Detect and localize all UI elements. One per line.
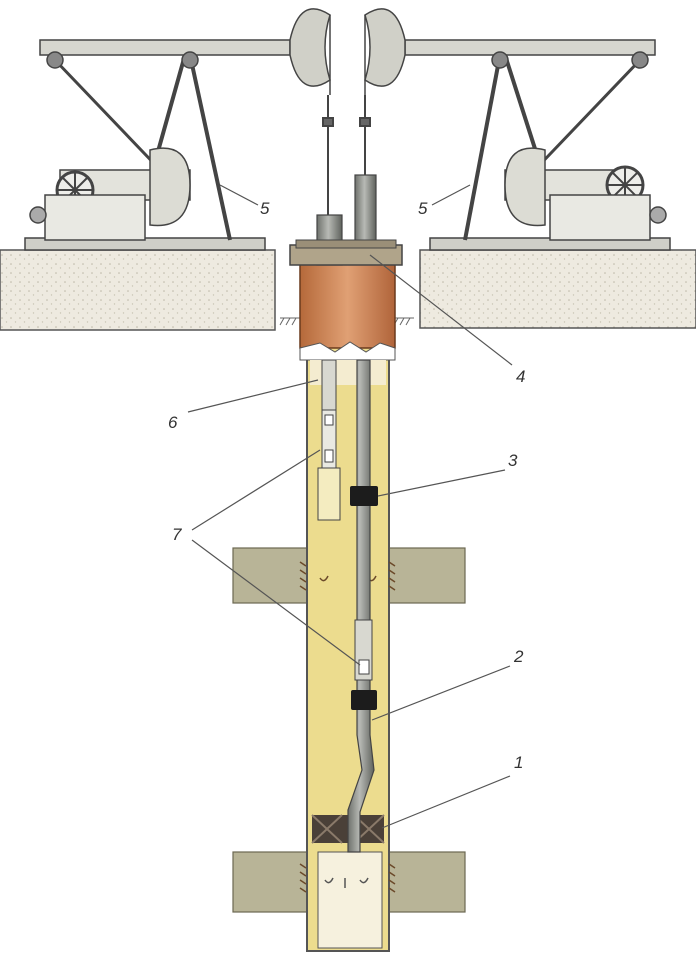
casing [299,261,396,952]
coupling-upper [350,486,378,506]
polished-rods [322,95,371,215]
pump-jack-left [24,8,331,251]
label-3-coupling: 3 [508,451,518,470]
pump-tubing [347,174,377,853]
label-5-pump-jack-left: 5 [260,199,270,218]
lower-zone-opening [317,851,383,949]
foundation-left [0,249,276,331]
label-4-wellhead: 4 [516,367,525,386]
label-7-pumps: 7 [172,525,182,544]
pump-jack-right [364,8,671,251]
short-tubing [316,214,343,521]
leader-lines [187,184,513,829]
lower-zone-flow [324,877,369,888]
label-2-tubing: 2 [513,647,524,666]
perforation-upper [299,561,396,591]
coupling-lower [351,690,377,710]
label-6-casing: 6 [168,413,178,432]
perforation-lower [299,863,396,893]
label-1-packer: 1 [514,753,523,772]
label-5-pump-jack-right: 5 [418,199,428,218]
wellhead [289,239,403,266]
foundation-right [419,249,696,329]
